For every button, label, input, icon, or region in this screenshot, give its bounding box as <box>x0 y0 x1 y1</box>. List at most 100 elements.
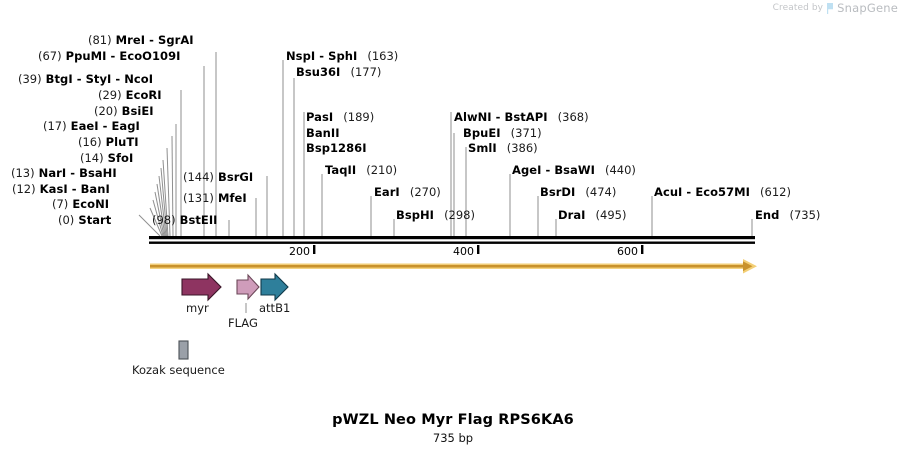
enzyme-pos-eaei-eagi: (17) <box>43 119 67 133</box>
enzyme-name-smli: SmlI <box>468 141 497 155</box>
enzyme-name-drai: DraI <box>558 208 586 222</box>
enzyme-label-mrei-sgrai[interactable]: (81) MreI - SgrAI <box>88 34 194 46</box>
enzyme-label-end[interactable]: End (735) <box>755 209 820 221</box>
enzyme-pos-nari-bsahi: (13) <box>11 166 35 180</box>
enzyme-name-nari-bsahi: NarI - BsaHI <box>38 166 117 180</box>
leader-line-group-vertical <box>180 52 753 236</box>
ruler-tick-200 <box>313 245 316 254</box>
enzyme-label-bstrii[interactable]: (98) BstEII <box>152 214 218 226</box>
enzyme-name-bsphi: BspHI <box>396 208 434 222</box>
feature-label-kozak-sequence[interactable]: Kozak sequence <box>132 363 225 377</box>
enzyme-pos-bsrdi: (474) <box>585 185 617 199</box>
enzyme-label-banii[interactable]: BanII <box>306 127 340 139</box>
enzyme-label-bsrgi[interactable]: (144) BsrGI <box>183 171 253 183</box>
enzyme-label-nspi-sphi[interactable]: NspI - SphI (163) <box>286 50 398 62</box>
enzyme-pos-bpuei: (371) <box>510 126 542 140</box>
enzyme-pos-taqii: (210) <box>366 163 398 177</box>
enzyme-name-pluti: PluTI <box>105 135 139 149</box>
enzyme-pos-kasi-bani: (12) <box>12 182 36 196</box>
feature-box-kozak-sequence[interactable] <box>178 340 189 360</box>
ruler-tick-600 <box>641 245 644 254</box>
enzyme-pos-bstrii: (98) <box>152 213 176 227</box>
ruler-label-400: 400 <box>453 245 474 258</box>
enzyme-name-bsu36i: Bsu36I <box>296 65 341 79</box>
enzyme-pos-eari: (270) <box>409 185 441 199</box>
feature-label-attb1[interactable]: attB1 <box>259 301 291 315</box>
enzyme-name-bpuei: BpuEI <box>463 126 501 140</box>
enzyme-pos-pluti: (16) <box>78 135 102 149</box>
enzyme-name-taqii: TaqII <box>325 163 357 177</box>
enzyme-label-ecori[interactable]: (29) EcoRI <box>98 89 162 101</box>
enzyme-label-btgi-styi-ncoi[interactable]: (39) BtgI - StyI - NcoI <box>18 73 153 85</box>
start-name: Start <box>78 213 112 227</box>
enzyme-pos-bsiei: (20) <box>94 104 118 118</box>
enzyme-label-alwni-bstapi[interactable]: AlwNI - BstAPI (368) <box>454 111 589 123</box>
enzyme-name-agei-bsawi: AgeI - BsaWI <box>512 163 595 177</box>
enzyme-label-eari[interactable]: EarI (270) <box>374 186 441 198</box>
enzyme-label-mfei[interactable]: (131) MfeI <box>183 192 247 204</box>
enzyme-label-bpuei[interactable]: BpuEI (371) <box>463 127 542 139</box>
enzyme-label-bsphi[interactable]: BspHI (298) <box>396 209 475 221</box>
enzyme-label-kasi-bani[interactable]: (12) KasI - BanI <box>12 183 110 195</box>
enzyme-pos-sfoi: (14) <box>80 151 104 165</box>
enzyme-label-nari-bsahi[interactable]: (13) NarI - BsaHI <box>11 167 117 179</box>
watermark-brand: SnapGene <box>837 1 898 15</box>
enzyme-name-mrei-sgrai: MreI - SgrAI <box>115 33 194 47</box>
feature-arrow-attb1[interactable] <box>260 272 289 302</box>
enzyme-label-pasi[interactable]: PasI (189) <box>306 111 374 123</box>
ruler-label-600: 600 <box>617 245 638 258</box>
enzyme-pos-pasi: (189) <box>343 110 375 124</box>
start-pos: (0) <box>58 213 75 227</box>
enzyme-label-bsp1286i[interactable]: Bsp1286I <box>306 142 367 154</box>
enzyme-label-bsiei[interactable]: (20) BsiEI <box>94 105 154 117</box>
enzyme-label-acui-eco57mi[interactable]: AcuI - Eco57MI (612) <box>654 186 791 198</box>
enzyme-pos-nspi-sphi: (163) <box>367 49 399 63</box>
enzyme-label-start[interactable]: (0) Start <box>58 214 111 226</box>
enzyme-label-smli[interactable]: SmlI (386) <box>468 142 538 154</box>
feature-arrow-flag[interactable] <box>236 273 260 301</box>
enzyme-name-econi: EcoNI <box>72 197 110 211</box>
enzyme-name-kasi-bani: KasI - BanI <box>39 182 110 196</box>
orf-span-arrow <box>150 259 757 274</box>
enzyme-label-drai[interactable]: DraI (495) <box>558 209 626 221</box>
map-title-block: pWZL Neo Myr Flag RPS6KA6 735 bp <box>0 412 906 445</box>
snapgene-flag-icon <box>826 2 834 14</box>
enzyme-pos-agei-bsawi: (440) <box>605 163 636 177</box>
enzyme-label-taqii[interactable]: TaqII (210) <box>325 164 397 176</box>
enzyme-label-econi[interactable]: (7) EcoNI <box>52 198 109 210</box>
feature-label-myr[interactable]: myr <box>186 301 209 315</box>
enzyme-label-bsu36i[interactable]: Bsu36I (177) <box>296 66 381 78</box>
enzyme-label-ppumi-ecoo109i[interactable]: (67) PpuMI - EcoO109I <box>38 50 180 62</box>
enzyme-label-agei-bsawi[interactable]: AgeI - BsaWI (440) <box>512 164 636 176</box>
feature-label-flag[interactable]: FLAG <box>228 316 258 330</box>
enzyme-name-eari: EarI <box>374 185 400 199</box>
page-title: pWZL Neo Myr Flag RPS6KA6 <box>332 412 574 428</box>
enzyme-name-acui-eco57mi: AcuI - Eco57MI <box>654 185 750 199</box>
enzyme-pos-mfei: (131) <box>183 191 214 205</box>
enzyme-label-sfoi[interactable]: (14) SfoI <box>80 152 133 164</box>
enzyme-label-pluti[interactable]: (16) PluTI <box>78 136 139 148</box>
enzyme-pos-ecori: (29) <box>98 88 122 102</box>
leader-line-group-left-fan <box>138 124 177 237</box>
enzyme-pos-ppumi-ecoo109i: (67) <box>38 49 62 63</box>
enzyme-pos-bsphi: (298) <box>444 208 475 222</box>
enzyme-name-btgi-styi-ncoi: BtgI - StyI - NcoI <box>45 72 154 86</box>
enzyme-name-bsrdi: BsrDI <box>540 185 576 199</box>
enzyme-pos-btgi-styi-ncoi: (39) <box>18 72 42 86</box>
enzyme-name-bsrgi: BsrGI <box>218 170 254 184</box>
ruler-label-200: 200 <box>289 245 310 258</box>
enzyme-name-sfoi: SfoI <box>107 151 134 165</box>
enzyme-label-eaei-eagi[interactable]: (17) EaeI - EagI <box>43 120 140 132</box>
feature-arrow-myr[interactable] <box>181 272 222 302</box>
enzyme-pos-bsrgi: (144) <box>183 170 214 184</box>
end-name: End <box>755 208 780 222</box>
ruler-tick-group <box>313 245 644 254</box>
enzyme-label-bsrdi[interactable]: BsrDI (474) <box>540 186 616 198</box>
enzyme-name-banii: BanII <box>306 126 340 140</box>
enzyme-name-alwni-bstapi: AlwNI - BstAPI <box>454 110 548 124</box>
enzyme-name-eaei-eagi: EaeI - EagI <box>70 119 140 133</box>
end-pos: (735) <box>789 208 821 222</box>
dna-backbone <box>149 236 755 244</box>
enzyme-name-bsp1286i: Bsp1286I <box>306 141 367 155</box>
